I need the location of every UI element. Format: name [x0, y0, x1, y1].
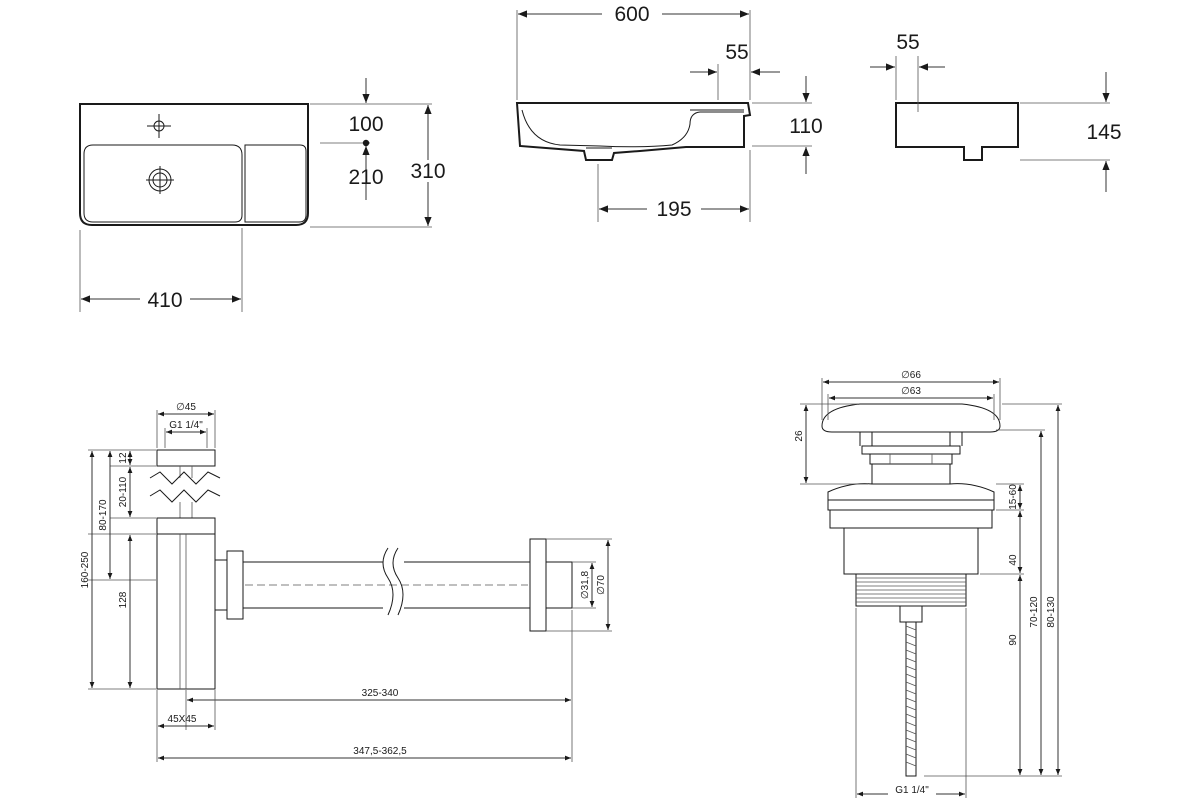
- dim-height-110: 110: [789, 115, 822, 138]
- shelf-outline: [244, 144, 307, 223]
- dim-55: 55: [725, 41, 748, 64]
- dim-128: 128: [118, 591, 129, 608]
- basin-end-view: 55 145: [870, 31, 1122, 192]
- dim-width-410: 410: [147, 289, 182, 312]
- section-outline: [515, 102, 752, 161]
- dim-g1-quarter-drain: G1 1/4": [895, 785, 929, 796]
- dim-g1-quarter: G1 1/4": [169, 420, 203, 431]
- bowl-inner-section: [521, 109, 744, 148]
- bowl-outline: [83, 144, 243, 223]
- dim-40: 40: [1008, 554, 1019, 566]
- thread: [855, 573, 967, 607]
- dim-80-130: 80-130: [1046, 596, 1057, 628]
- dim-325-340: 325-340: [362, 688, 399, 699]
- dim-347-5-362-5: 347,5-362,5: [353, 746, 407, 757]
- end-view-outline: [895, 102, 1019, 161]
- drain-symbol: [146, 166, 174, 194]
- dim-12: 12: [118, 452, 129, 464]
- dim-55-end: 55: [896, 31, 919, 54]
- dim-d70: ∅70: [596, 575, 607, 595]
- basin-top-view: 410 100 210 310: [79, 78, 451, 312]
- dim-45x45: 45X45: [168, 714, 197, 725]
- dim-d63: ∅63: [901, 386, 921, 397]
- dim-width-600: 600: [614, 3, 649, 26]
- basin-outline: [79, 103, 309, 226]
- basin-side-section: 600 55 110 195: [515, 2, 823, 222]
- drain-valve-drawing: ∅66 ∅63 26 15-60 40 90 70-120 80-130 G1 …: [794, 370, 1062, 798]
- dim-20-110: 20-110: [118, 476, 129, 507]
- dim-100: 100: [348, 113, 383, 136]
- dim-195: 195: [656, 198, 691, 221]
- dim-height-145: 145: [1086, 121, 1121, 144]
- dim-d45: ∅45: [176, 402, 196, 413]
- dim-26: 26: [794, 430, 805, 442]
- dim-210: 210: [348, 166, 383, 189]
- dim-15-60: 15-60: [1008, 484, 1019, 510]
- dim-height-310: 310: [410, 160, 445, 183]
- dim-90: 90: [1008, 634, 1019, 646]
- tap-hole-symbol: [147, 114, 171, 138]
- dim-160-250: 160-250: [80, 551, 91, 588]
- dim-80-170: 80-170: [98, 499, 109, 531]
- dim-70-120: 70-120: [1029, 596, 1040, 628]
- dim-d66: ∅66: [901, 370, 921, 381]
- dim-d31-8: ∅31,8: [580, 570, 591, 599]
- siphon-drawing: ∅45 G1 1/4" 12 20-110 128 80-170 160-250…: [80, 402, 612, 762]
